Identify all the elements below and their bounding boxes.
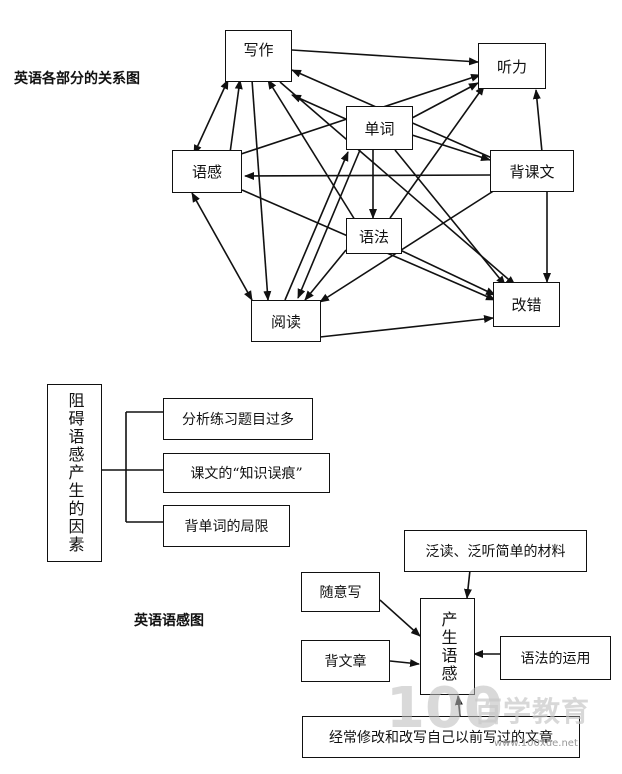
input-top: 泛读、泛听简单的材料 <box>404 530 587 572</box>
arrow-vocab-reading <box>297 149 361 299</box>
input-grammar-use: 语法的运用 <box>500 636 611 680</box>
arrow-random-center <box>379 599 421 637</box>
center-language-sense: 产生语感 <box>420 598 475 695</box>
arrow-grammar-listening <box>389 85 485 219</box>
input-bottom: 经常修改和改写自己以前写过的文章 <box>302 716 580 758</box>
node-grammar: 语法 <box>346 218 402 254</box>
arrow-grammar-correction <box>399 249 496 296</box>
arrow-langsense-writing <box>229 79 243 154</box>
node-writing: 写作 <box>225 30 292 82</box>
arrow-writing-reading <box>251 79 272 301</box>
watermark-brand: 百学教育 <box>474 695 591 728</box>
arrow-reading-correction <box>319 315 494 338</box>
arrow-vocab-writing <box>291 94 349 121</box>
node-vocabulary: 单词 <box>346 106 413 150</box>
watermark-number: 100 <box>386 676 503 741</box>
input-random-writing: 随意写 <box>301 572 380 612</box>
watermark-url: www.100xue.net <box>494 738 578 749</box>
obstacle-branch-3: 背单词的局限 <box>163 505 290 547</box>
arrow-writing-correction <box>279 81 516 286</box>
diagram3-title: 英语语感图 <box>134 613 204 629</box>
arrow-recite-reading <box>319 189 496 303</box>
arrow-vocab-recite <box>411 134 491 162</box>
arrow-writing-listening <box>291 49 479 66</box>
arrow-reading-vocab <box>284 151 349 301</box>
arrow-top-center <box>463 569 472 599</box>
node-reading: 阅读 <box>251 300 321 342</box>
arrow-grammar-reading <box>304 249 347 301</box>
arrow-langsense-writing-bi <box>193 79 229 155</box>
node-recite-text: 背课文 <box>490 150 574 192</box>
diagram1-title: 英语各部分的关系图 <box>14 71 140 87</box>
arrow-vocab-correction <box>394 149 506 286</box>
node-listening: 听力 <box>478 43 546 89</box>
obstacle-branch-2: 课文的“知识误痕” <box>163 453 330 493</box>
arrow-langsense-reading <box>191 192 253 301</box>
input-recite-article: 背文章 <box>301 640 390 682</box>
arrow-vocab-listening <box>411 82 479 119</box>
arrow-recite-langsense <box>244 171 491 180</box>
tree-bracket <box>102 411 163 523</box>
obstacle-branch-1: 分析练习题目过多 <box>163 398 313 440</box>
arrow-bottom-center <box>454 695 463 717</box>
arrow-grammar-writing <box>267 79 356 221</box>
obstacle-root: 阻碍语感产生的因素 <box>47 384 102 562</box>
arrow-recite-article-center <box>389 659 420 668</box>
node-correction: 改错 <box>493 282 560 327</box>
node-language-sense: 语感 <box>172 150 242 193</box>
arrow-recite-listening <box>532 89 543 153</box>
